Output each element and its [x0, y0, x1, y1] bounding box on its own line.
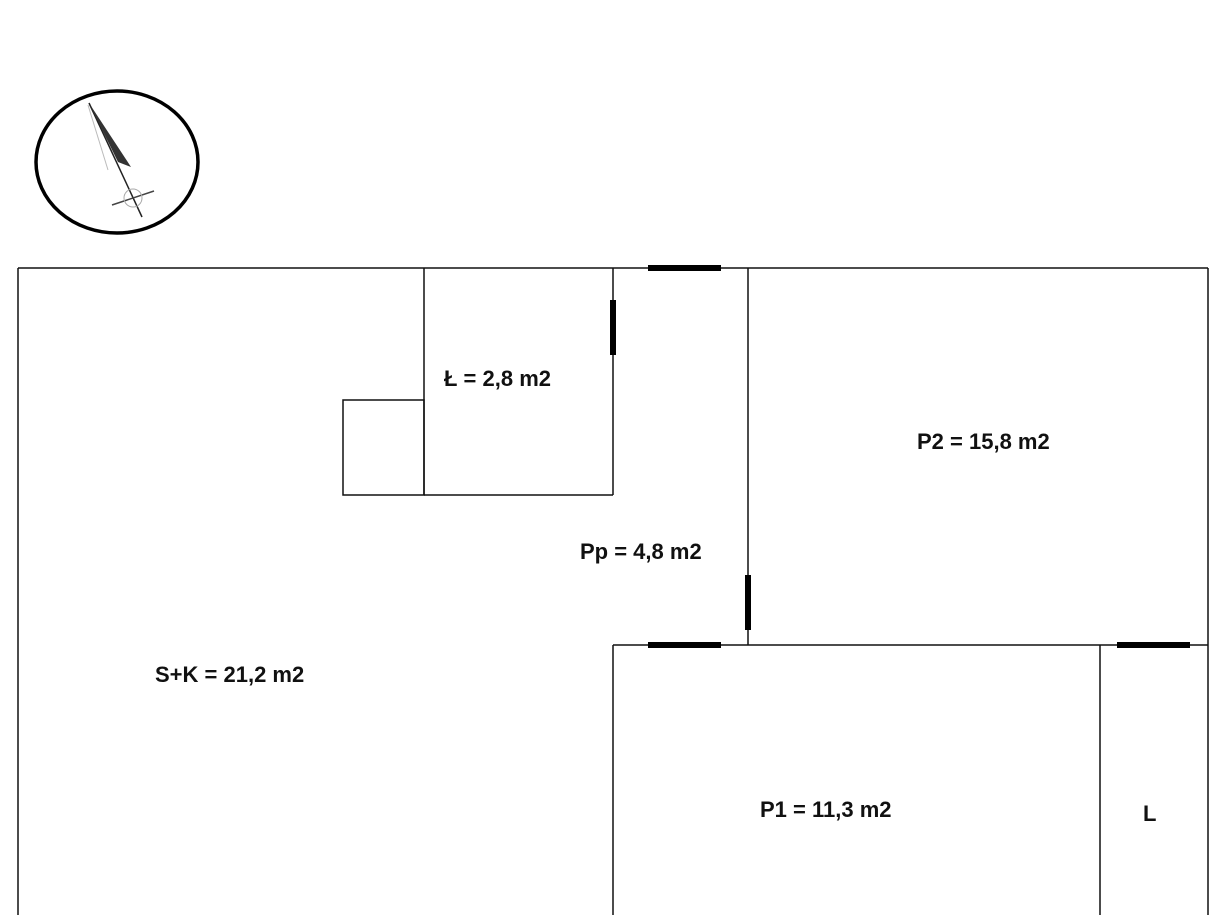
- room-label-l: L: [1143, 801, 1156, 826]
- room-label-lazienka: Ł = 2,8 m2: [444, 366, 551, 391]
- walls: [17, 267, 1209, 915]
- compass-north-arrow-icon: [34, 89, 200, 235]
- room-label-p1: P1 = 11,3 m2: [760, 797, 892, 822]
- room-label-sk: S+K = 21,2 m2: [155, 662, 304, 687]
- doors: [610, 265, 1190, 648]
- room-label-pp: Pp = 4,8 m2: [580, 539, 702, 564]
- room-label-p2: P2 = 15,8 m2: [917, 429, 1050, 454]
